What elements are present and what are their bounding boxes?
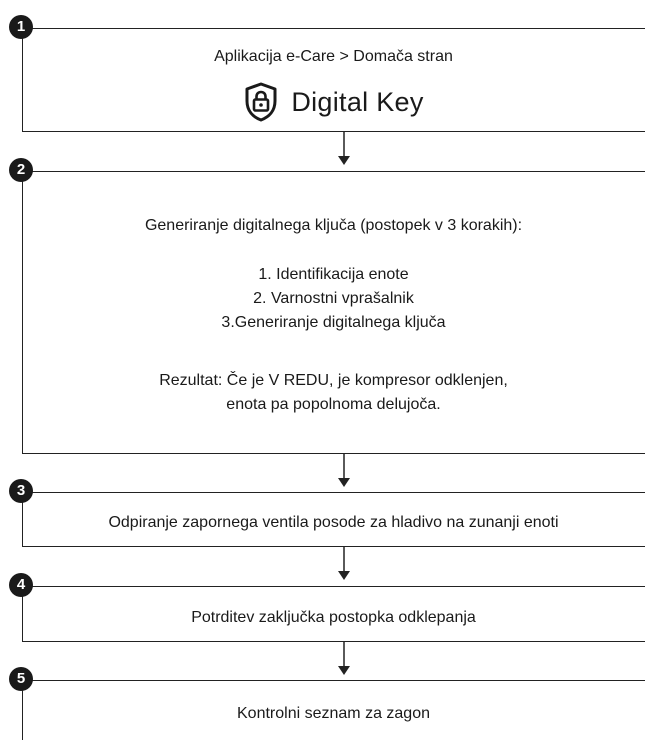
arrow-down-icon (338, 132, 350, 165)
arrow-down-icon (338, 547, 350, 580)
step-4-title: Potrditev zaključka postopka odklepanja (191, 609, 476, 626)
arrow-down-icon (338, 454, 350, 487)
step-2-item-1: 1. Identifikacija enote (258, 266, 409, 283)
step-1-badge: 1 (9, 15, 33, 39)
step-2-item-2: 2. Varnostni vprašalnik (253, 290, 414, 307)
step-2-badge: 2 (9, 158, 33, 182)
step-1-box (22, 28, 645, 132)
step-4-box (22, 586, 645, 642)
digital-key-label: Digital Key (291, 87, 424, 117)
step-5-box (22, 680, 645, 740)
step-2-item-3: 3.Generiranje digitalnega ključa (221, 314, 446, 331)
step-2-box (22, 171, 645, 454)
step-4-badge: 4 (9, 573, 33, 597)
step-2-result-line-2: enota pa popolnoma delujoča. (226, 396, 441, 413)
step-3-badge: 3 (9, 479, 33, 503)
lock-shield-icon (243, 82, 279, 122)
digital-key-row: Digital Key (22, 80, 645, 124)
step-2-result-line-1: Rezultat: Če je V REDU, je kompresor odk… (159, 372, 508, 389)
arrow-down-icon (338, 642, 350, 675)
step-3-box (22, 492, 645, 547)
step-5-title: Kontrolni seznam za zagon (237, 705, 430, 722)
step-5-badge: 5 (9, 667, 33, 691)
step-2-title: Generiranje digitalnega ključa (postopek… (144, 217, 523, 234)
step-3-title: Odpiranje zapornega ventila posode za hl… (108, 514, 559, 531)
step-1-title: Aplikacija e-Care > Domača stran (214, 48, 453, 65)
